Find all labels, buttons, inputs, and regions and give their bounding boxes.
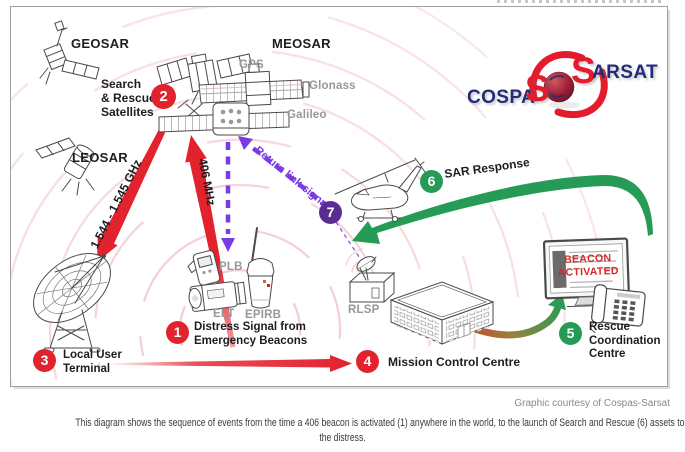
elt-label: ELT bbox=[213, 308, 235, 320]
gps-label: GPS bbox=[239, 59, 264, 71]
step-2-badge: 2 bbox=[151, 84, 176, 109]
graphic-credit: Graphic courtesy of Cospas-Sarsat bbox=[514, 398, 670, 409]
clipped-page-text-fragment bbox=[497, 0, 665, 3]
rescue-coordination-centre-label: Rescue Coordination Centre bbox=[589, 321, 661, 360]
step-6-badge: 6 bbox=[420, 170, 443, 193]
beacon-activated-alert: BEACON ACTIVATED bbox=[557, 252, 620, 279]
galileo-label: Galileo bbox=[287, 109, 327, 121]
step-7-badge: 7 bbox=[319, 201, 342, 224]
distress-signal-label: Distress Signal from Emergency Beacons bbox=[194, 321, 308, 347]
caption-line-2: the distress. bbox=[319, 432, 366, 444]
glonass-label: Glonass bbox=[309, 80, 356, 92]
search-rescue-satellites-label: Search & Rescue Satellites bbox=[101, 77, 156, 119]
logo-s-left-text: S bbox=[525, 68, 550, 109]
local-user-terminal-label: Local User Terminal bbox=[63, 349, 122, 375]
meosar-label: MEOSAR bbox=[272, 36, 331, 51]
diagram-caption: This diagram shows the sequence of event… bbox=[0, 416, 685, 446]
step-4-badge: 4 bbox=[356, 350, 379, 373]
mission-control-centre-label: Mission Control Centre bbox=[388, 355, 521, 369]
logo-arsat-text: ARSAT bbox=[592, 62, 659, 83]
plb-label: PLB bbox=[219, 261, 243, 273]
epirb-label: EPIRB bbox=[245, 309, 282, 321]
rlsp-label: RLSP bbox=[348, 304, 380, 316]
leosar-label: LEOSAR bbox=[72, 150, 128, 165]
geosar-label: GEOSAR bbox=[71, 36, 130, 51]
caption-line-1: This diagram shows the sequence of event… bbox=[75, 417, 685, 429]
step-5-badge: 5 bbox=[559, 322, 582, 345]
step-1-badge: 1 bbox=[166, 321, 189, 344]
step-3-badge: 3 bbox=[33, 349, 56, 372]
